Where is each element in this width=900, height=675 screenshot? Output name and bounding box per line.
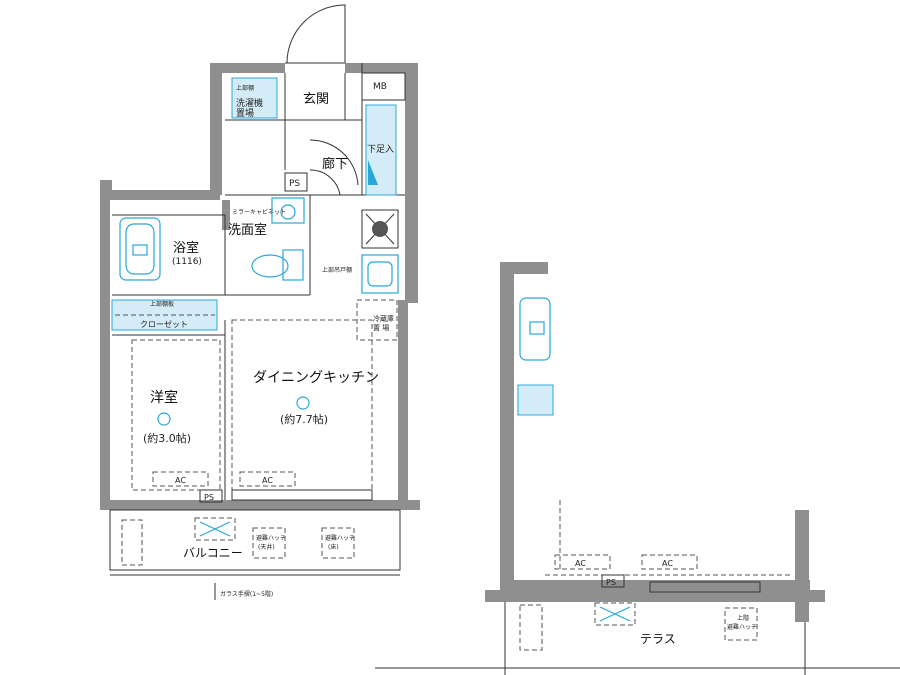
wall xyxy=(795,510,809,590)
ps-box-right xyxy=(601,574,625,588)
dk-size: (約7.7帖) xyxy=(280,412,328,426)
hatch-label-3: 上階避難ハッチ xyxy=(727,614,757,631)
wall xyxy=(795,602,809,622)
vanity xyxy=(271,197,305,224)
terrace-ac-cross xyxy=(599,606,631,622)
stove xyxy=(361,209,399,249)
ps-right-label: PS xyxy=(606,578,616,587)
balcony-label: バルコニー xyxy=(183,546,243,560)
washroom-label: 洗面室 xyxy=(228,222,267,238)
kitchen-sink xyxy=(361,254,399,294)
wall xyxy=(210,63,285,73)
entrance-door xyxy=(285,4,346,64)
ac-label-3: AC xyxy=(575,559,586,568)
bathtub-right xyxy=(519,297,551,361)
wall xyxy=(210,63,222,195)
hatch-label-2: 避難ハッチ(床) xyxy=(325,534,355,551)
laundry-label: 洗濯機置場 xyxy=(236,97,263,119)
toilet xyxy=(251,254,289,278)
laundry-space xyxy=(231,77,278,119)
toilet-tank xyxy=(282,249,304,281)
wall xyxy=(500,580,810,590)
ac-unit-4 xyxy=(641,554,698,570)
bath-drain-right xyxy=(529,321,545,335)
shoe-box-label: 下足入 xyxy=(367,144,394,155)
western-area xyxy=(131,339,221,491)
hallway-label: 廊下 xyxy=(322,156,348,172)
western-label: 洋室 xyxy=(150,389,178,406)
ps-box xyxy=(284,172,308,192)
closet-label: クローゼット xyxy=(140,319,188,329)
ac-unit-1 xyxy=(152,471,209,487)
wall xyxy=(485,590,825,602)
stove-burner xyxy=(372,221,388,237)
wall xyxy=(405,63,418,303)
wall xyxy=(500,262,548,274)
laundry-shelf-label: 上部棚 xyxy=(236,84,254,92)
entrance-label: 玄関 xyxy=(303,92,329,107)
wall xyxy=(100,500,420,510)
hatch-3 xyxy=(724,607,758,641)
wall xyxy=(100,180,110,500)
balcony xyxy=(109,509,401,571)
kitchen-sink-basin xyxy=(367,261,393,287)
ac-label-4: AC xyxy=(662,559,673,568)
ac-unit-3 xyxy=(554,554,611,570)
ac-unit-2 xyxy=(239,471,296,487)
fridge-label: 冷蔵庫置 場 xyxy=(373,314,394,332)
wall xyxy=(345,63,418,73)
ps-bottom-label: PS xyxy=(204,493,214,502)
dk-label: ダイニングキッチン xyxy=(253,370,379,386)
bathtub xyxy=(119,217,161,281)
door-swing xyxy=(309,139,359,186)
balcony-ac xyxy=(194,517,236,541)
terrace-unit xyxy=(519,604,543,651)
door-swing xyxy=(309,169,341,196)
ps-top-label: PS xyxy=(289,179,300,189)
bath-drain xyxy=(132,244,148,256)
wall xyxy=(398,300,408,505)
ac-label-2: AC xyxy=(262,476,273,485)
closet-shelf-right xyxy=(517,384,554,416)
window-right xyxy=(649,581,761,593)
terrace-label: テラス xyxy=(640,632,676,646)
shoe-box-marker xyxy=(368,160,378,185)
balcony-unit xyxy=(121,519,143,566)
wall xyxy=(110,190,220,200)
upper-cabinet-label: 上部吊戸棚 xyxy=(322,266,352,274)
hatch-label-1: 避難ハッチ(天井) xyxy=(256,534,286,551)
ps-box-bottom xyxy=(199,489,223,503)
mirror-cabinet-label: ミラーキャビネット xyxy=(232,208,286,216)
upper-shelf-label: 上部棚板 xyxy=(150,300,174,308)
hatch-1 xyxy=(252,527,286,559)
right-unit: AC AC PS テラス 上階避難ハッチ xyxy=(375,262,900,675)
hatch-2 xyxy=(321,527,355,559)
western-light xyxy=(157,412,171,426)
window xyxy=(231,489,373,501)
bath-label: 浴室 xyxy=(173,240,199,256)
dk-light xyxy=(296,396,310,410)
mb-box xyxy=(361,72,406,101)
dk-area xyxy=(231,319,373,491)
left-unit: MB 下足入 玄関 廊下 PS 上部棚 洗濯機置場 洗面室 ミラーキャビネット … xyxy=(100,4,420,600)
glass-rail-label: ガラス手摺(1~5階) xyxy=(220,590,273,598)
balcony-ac-cross xyxy=(199,521,231,537)
wall xyxy=(500,262,514,587)
terrace-ac xyxy=(594,602,636,626)
wall xyxy=(222,200,230,230)
ac-label-1: AC xyxy=(175,476,186,485)
mb-label: MB xyxy=(373,82,387,92)
western-size: (約3.0帖) xyxy=(143,431,191,445)
bath-size: (1116) xyxy=(172,257,202,267)
bathtub-inner xyxy=(125,223,155,275)
sink xyxy=(280,204,296,220)
